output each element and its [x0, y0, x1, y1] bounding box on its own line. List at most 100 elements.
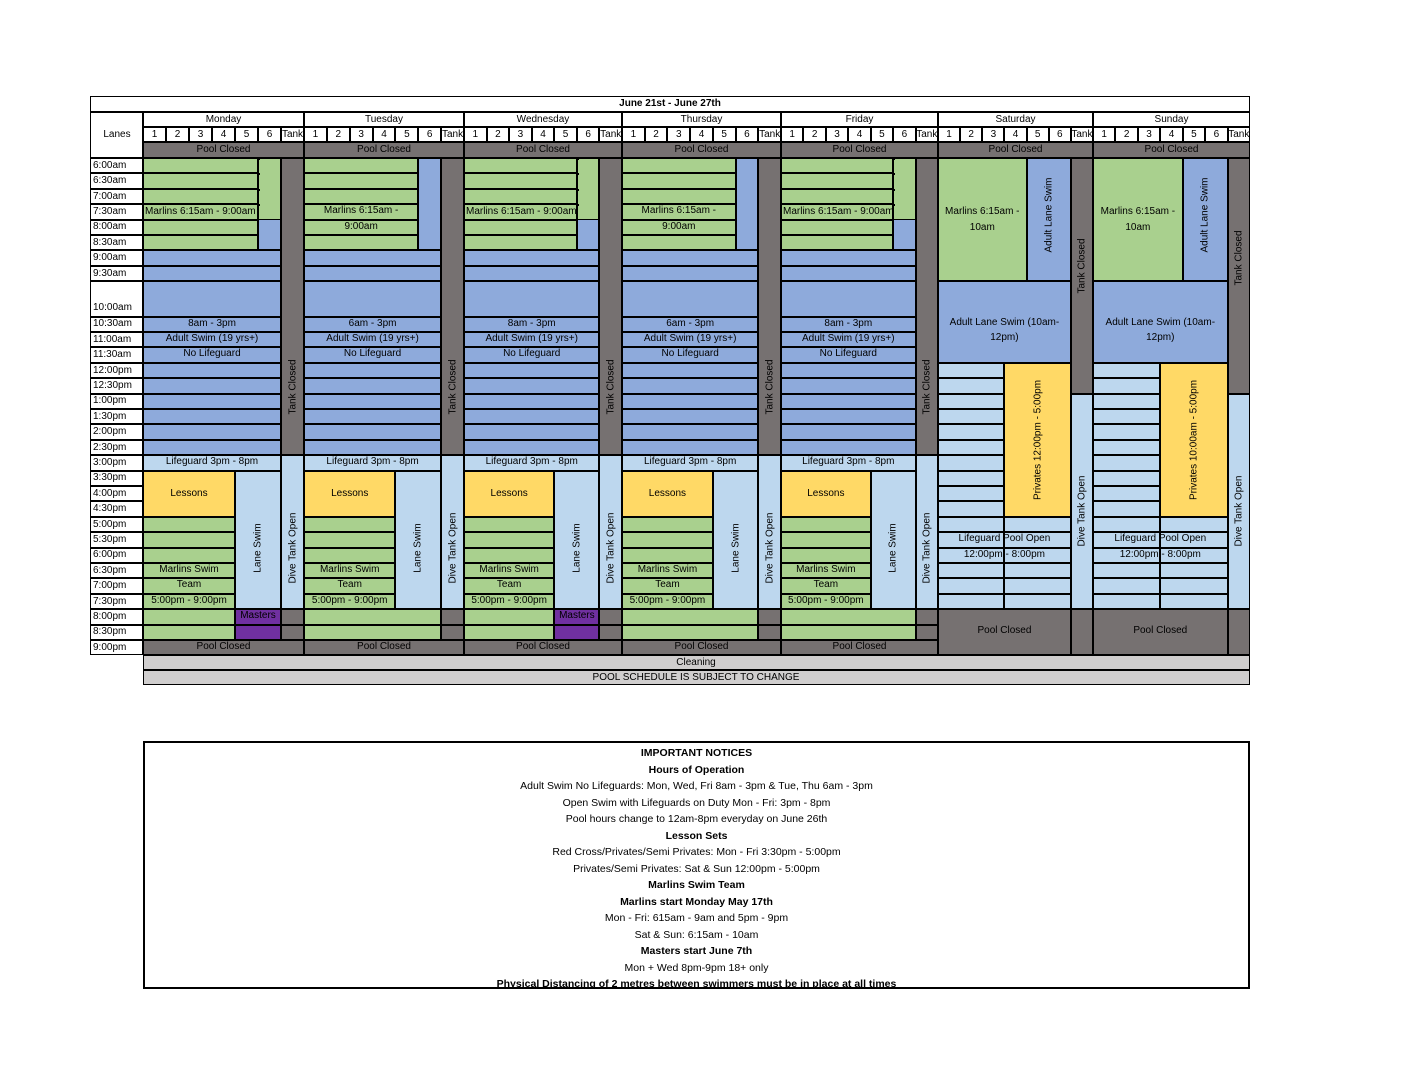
tank-closed-late: [281, 624, 304, 640]
adult-swim-row: [304, 316, 442, 332]
lane-number-cell: [758, 127, 781, 142]
adult-lane-swim-block: [1026, 158, 1071, 282]
dive-tank-open-column: [599, 455, 622, 610]
lane-number-cell: [982, 127, 1005, 142]
marlins-evening-row: [781, 593, 871, 610]
marlins-evening-row: [143, 593, 235, 610]
day-header-cell: [143, 112, 304, 127]
lane-number-cell: [1227, 127, 1250, 142]
notice-line: Privates/Semi Privates: Sat & Sun 12:00p…: [573, 862, 820, 875]
day-header-cell: [304, 112, 464, 127]
marlins-morning-row: [464, 173, 577, 189]
adult-swim-row: [304, 409, 442, 425]
spacer: [258, 188, 260, 191]
adult-swim-row: [781, 362, 916, 379]
marlins-morning-row: [622, 188, 736, 205]
lane-number-cell: [870, 127, 894, 142]
adult-swim-row: [781, 347, 916, 363]
marlins-lane6-row: [258, 158, 281, 220]
adult-swim-row: [622, 409, 759, 425]
adult-swim-row: [304, 250, 442, 266]
pool-closed-morning: [781, 142, 938, 158]
pool-closed-morning: [143, 142, 304, 158]
marlins-morning-row: [464, 188, 577, 205]
lane-number-cell: [395, 127, 419, 142]
weekend-tank-closed: [1227, 158, 1250, 394]
adult-swim-row: [622, 439, 759, 456]
time-cell: [90, 188, 143, 205]
pool-closed-morning: [622, 142, 781, 158]
adult-swim-row: [622, 347, 759, 363]
notice-line: Sat & Sun: 6:15am - 10am: [634, 928, 759, 941]
weekend-open-row: [938, 470, 1005, 486]
spacer: [576, 204, 579, 207]
marlins-morning-row: [781, 173, 894, 189]
lane-number-cell: [599, 127, 622, 142]
weekend-open-row: [938, 362, 1005, 379]
weekend-open-row: [938, 501, 1005, 517]
adult-swim-row: [464, 362, 600, 379]
adult-swim-row: [464, 316, 600, 332]
notice-line: Masters start June 7th: [640, 945, 753, 957]
marlins-evening-row: [304, 516, 396, 533]
weekend-open-row: [938, 578, 1005, 594]
lane-number-cell: [464, 127, 487, 142]
cleaning-row: [143, 655, 1250, 671]
weekend-open-row: [1093, 455, 1161, 471]
marlins-morning-row: [464, 204, 577, 220]
adult-swim-row: [464, 409, 600, 425]
time-cell: [90, 219, 143, 235]
pool-closed-evening: [304, 640, 464, 656]
privates-block: [1004, 362, 1071, 517]
marlins-morning-row: [622, 204, 736, 220]
tank-closed-late: [599, 609, 622, 625]
marlins-morning-row: [143, 173, 258, 189]
marlins-morning-row: [304, 235, 419, 251]
time-cell: [90, 532, 143, 548]
weekend-open-row: [938, 486, 1005, 502]
adult-swim-row: [464, 393, 600, 409]
time-cell: [90, 316, 143, 332]
adult-swim-row: [622, 362, 759, 379]
marlins-evening-row: [304, 563, 396, 579]
spacer: [258, 173, 260, 176]
marlins-evening-row: [464, 532, 555, 548]
time-cell: [90, 409, 143, 425]
lane-number-cell: [1048, 127, 1071, 142]
weekend-open-row: [1093, 378, 1161, 394]
day-header-cell: [622, 112, 781, 127]
marlins-evening-row: [464, 547, 555, 563]
lane-number-cell: [166, 127, 189, 142]
adult-swim-row: [781, 409, 916, 425]
marlins-morning-row: [781, 188, 894, 205]
lessons-block: [622, 470, 713, 517]
time-cell: [90, 250, 143, 266]
weekend-marlins-block: [1093, 158, 1183, 282]
notice-line: Open Swim with Lifeguards on Duty Mon - …: [562, 796, 831, 809]
weekend-open-row: [1093, 593, 1161, 610]
weekend-open-row: [938, 439, 1005, 456]
time-cell: [90, 332, 143, 348]
weekend-open-row: [1093, 470, 1161, 486]
time-cell: [90, 393, 143, 409]
tank-closed-late: [758, 609, 781, 625]
lane-number-cell: [509, 127, 532, 142]
marlins-morning-row: [464, 235, 577, 251]
marlins-evening-row: [622, 578, 713, 594]
pool-closed-evening: [622, 640, 781, 656]
weekend-open-row: [1093, 439, 1161, 456]
adult-swim-row: [622, 250, 759, 266]
time-cell: [90, 204, 143, 220]
lane-number-cell: [644, 127, 668, 142]
lane-number-cell: [825, 127, 849, 142]
notice-line: Physical Distancing of 2 metres between …: [496, 978, 897, 990]
weekend-open-row: [1093, 563, 1161, 579]
time-cell: [90, 173, 143, 189]
adult-swim-row: [464, 424, 600, 440]
marlins-evening-row: [622, 532, 713, 548]
dive-tank-open-column: [758, 455, 781, 610]
marlins-evening-row: [781, 563, 871, 579]
marlins-morning-row: [143, 204, 258, 220]
adult-swim-row: [304, 265, 442, 282]
marlins-evening-row: [781, 516, 871, 533]
